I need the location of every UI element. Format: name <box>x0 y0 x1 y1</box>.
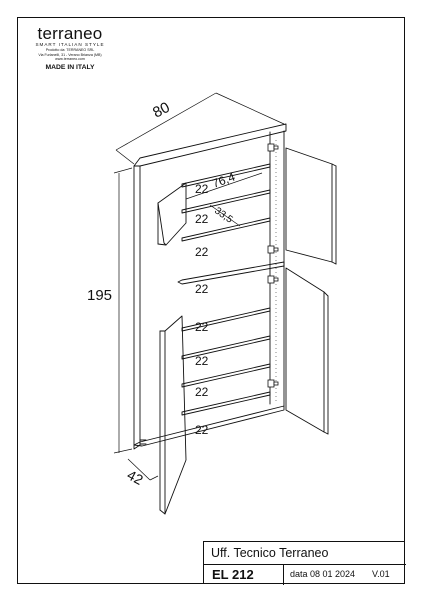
shelf <box>181 217 271 242</box>
inner-width-dimension-label: 76,4 <box>210 170 237 191</box>
shelf-gap-label: 22 <box>195 320 209 334</box>
drawing-date: data 08 01 2024 <box>290 569 356 579</box>
brand-logo: terraneo <box>37 24 103 43</box>
brand-address-line: Via Furlanelli, 31 - Verano Brianza (MB) <box>38 52 102 57</box>
hinge-icon <box>267 143 279 152</box>
shelf <box>181 335 271 360</box>
right-door-upper <box>285 147 333 263</box>
drawing-frame <box>17 17 405 584</box>
product-code: EL 212 <box>204 565 284 585</box>
drawing-version: V.01 <box>372 569 390 579</box>
shelf-gap-label: 22 <box>195 245 209 259</box>
left-door-lower <box>164 315 187 515</box>
left-door-upper <box>157 182 187 246</box>
shelf-gap-label: 22 <box>195 282 209 296</box>
shelf-gap-label: 22 <box>195 212 209 226</box>
depth-dimension-label: 42 <box>125 467 146 489</box>
office-label: Uff. Tecnico Terraneo <box>204 542 406 565</box>
inner-depth-dimension-label: 33,5 <box>212 205 235 225</box>
title-block: Uff. Tecnico Terraneo EL 212 data 08 01 … <box>203 541 406 585</box>
brand-address-line: Prodotto da: TERRANEO SRL <box>45 48 95 52</box>
inner-depth-dimension-line <box>209 204 241 227</box>
hinge-icon <box>267 275 279 284</box>
cabinet-middle-panel <box>177 261 285 285</box>
brand-tagline: SMART ITALIAN STYLE <box>35 42 105 47</box>
width-dimension-line <box>115 92 217 151</box>
right-door-lower <box>285 267 325 433</box>
shelf-gap-label: 22 <box>195 423 209 437</box>
made-in-label: MADE IN ITALY <box>45 63 95 71</box>
shelf-gap-label: 22 <box>195 354 209 368</box>
shelf <box>181 307 271 332</box>
shelf-gap-label: 22 <box>195 182 209 196</box>
shelf <box>181 189 271 214</box>
shelf <box>181 363 271 388</box>
shelf <box>181 391 271 416</box>
shelf <box>181 163 271 188</box>
hinge-icon <box>267 379 279 388</box>
brand-block: terraneo SMART ITALIAN STYLE Prodotto da… <box>30 25 110 72</box>
shelf-gap-label: 22 <box>195 385 209 399</box>
depth-dimension-line <box>127 458 151 481</box>
brand-address-line: www.terraneo.com <box>55 57 85 62</box>
height-dimension-label: 195 <box>87 287 112 304</box>
hinge-icon <box>267 245 279 254</box>
cabinet-top-panel <box>133 123 287 167</box>
width-dimension-label: 80 <box>150 99 173 122</box>
cabinet-left-side <box>133 165 141 450</box>
inner-width-dimension-line <box>185 172 263 200</box>
cabinet-base <box>133 405 285 447</box>
